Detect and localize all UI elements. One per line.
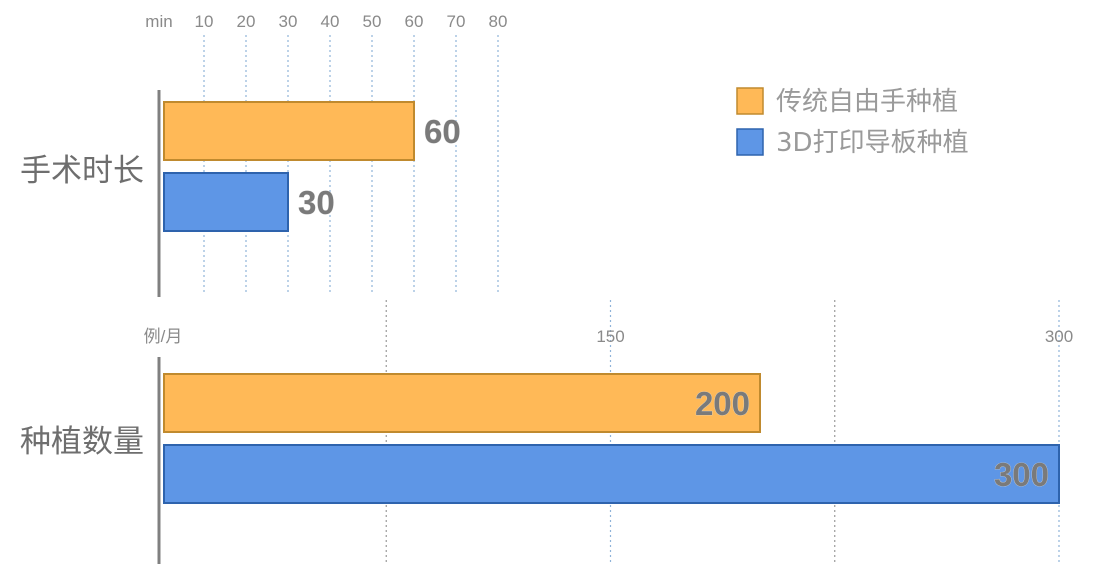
tick-label: 30 (279, 12, 298, 31)
bar (163, 373, 761, 433)
legend-swatch (736, 87, 764, 115)
tick-label: 40 (321, 12, 340, 31)
tick-label: 50 (363, 12, 382, 31)
tick-label: 300 (1045, 327, 1073, 346)
bar-value-label: 60 (424, 113, 461, 150)
bar-value-label: 200 (695, 385, 750, 422)
bar (163, 172, 289, 232)
category-label: 手术时长 (20, 153, 144, 189)
duration-panel: 10 20 30 40 50 60 70 80 min 手术时长 60 30 (20, 12, 507, 297)
category-label: 种植数量 (20, 424, 144, 460)
tick-label: 150 (596, 327, 624, 346)
tick-label: 80 (489, 12, 508, 31)
bar-value-label: 300 (994, 456, 1049, 493)
legend: 传统自由手种植 3D打印导板种植 (736, 87, 969, 158)
bar (163, 444, 1060, 504)
tick-label: 10 (195, 12, 214, 31)
tick-label: 70 (447, 12, 466, 31)
tick-label: 20 (237, 12, 256, 31)
axis-unit-label: min (145, 12, 172, 31)
legend-label: 3D打印导板种植 (776, 128, 969, 158)
bar (163, 101, 415, 161)
axis-unit-label: 例/月 (144, 327, 183, 346)
legend-label: 传统自由手种植 (776, 87, 958, 117)
bar-value-label: 30 (298, 184, 335, 221)
tick-label: 60 (405, 12, 424, 31)
legend-swatch (736, 128, 764, 156)
